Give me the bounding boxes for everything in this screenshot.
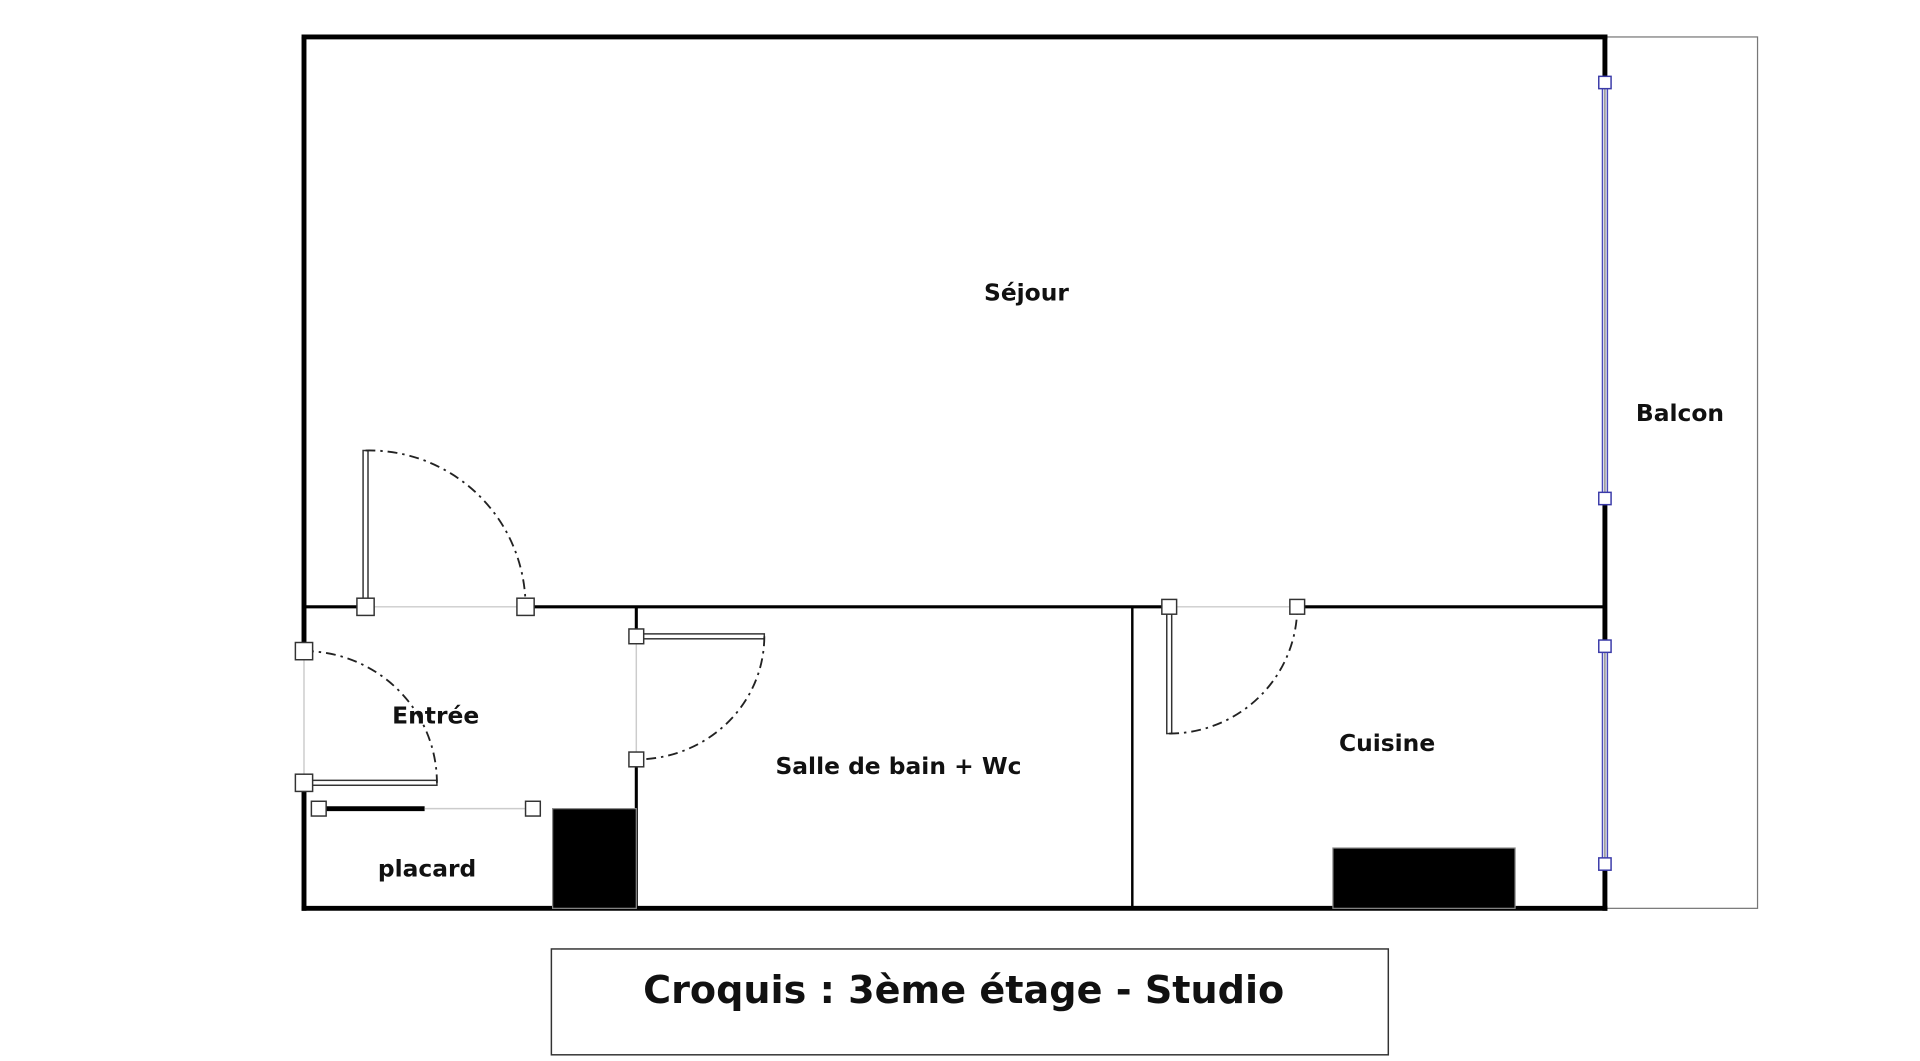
door-salle-de-bain [628, 628, 766, 768]
door-cuisine [1161, 598, 1306, 735]
bathroom-fixture [552, 808, 637, 909]
window-sejour [1598, 75, 1612, 506]
room-label-balcon: Balcon [1636, 399, 1724, 427]
placard-door [310, 800, 542, 817]
room-label-cuisine: Cuisine [1339, 729, 1435, 757]
room-label-placard: placard [378, 854, 476, 882]
balcony-outline [1604, 36, 1759, 909]
plan-title: Croquis : 3ème étage - Studio [643, 968, 1284, 1012]
room-label-entree: Entrée [392, 702, 479, 730]
door-entree [294, 641, 438, 793]
title-box [550, 948, 1390, 1056]
kitchen-counter [1332, 847, 1516, 909]
room-label-salle-de-bain: Salle de bain + Wc [775, 752, 1021, 780]
window-cuisine [1598, 639, 1612, 871]
door-sejour [356, 449, 535, 617]
room-label-sejour: Séjour [984, 278, 1069, 306]
